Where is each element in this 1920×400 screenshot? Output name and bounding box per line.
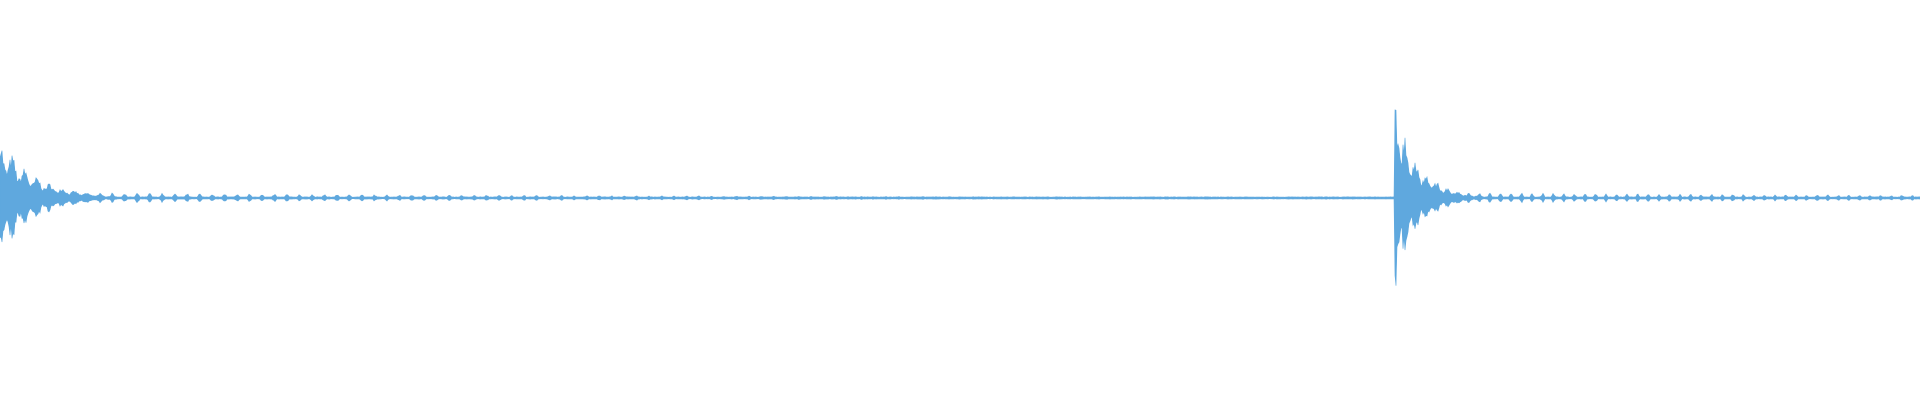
waveform-path (0, 109, 1920, 286)
